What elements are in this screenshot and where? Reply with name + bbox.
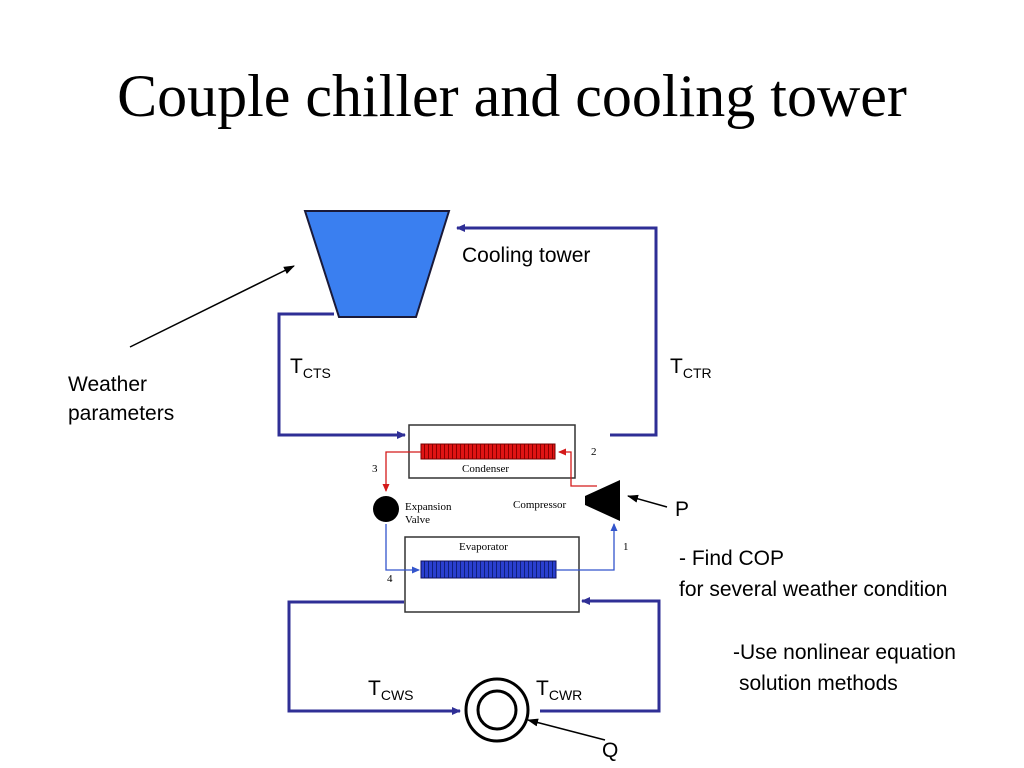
cooling-tower-label: Cooling tower — [462, 244, 591, 267]
nonlinear-line1: -Use nonlinear equation — [733, 641, 956, 664]
weather-label-line1: Weather — [68, 373, 147, 396]
condenser-label: Condenser — [462, 463, 510, 475]
t-cwr-label: TCWR — [536, 677, 583, 703]
state-3-label: 3 — [372, 463, 378, 475]
t-ctr-label: TCTR — [670, 355, 712, 381]
compressor-shape — [585, 480, 620, 521]
compressor-label: Compressor — [513, 499, 567, 511]
state-1-label: 1 — [623, 541, 629, 553]
state-2-label: 2 — [591, 446, 597, 458]
cooling-tower-shape — [303, 210, 451, 318]
expansion-label-line2: Valve — [405, 514, 431, 526]
slide-title: Couple chiller and cooling tower — [117, 63, 907, 129]
expansion-valve — [373, 496, 399, 522]
refrigerant-line-2 — [558, 448, 597, 487]
evaporator-coil — [420, 560, 557, 579]
find-cop-line2: for several weather condition — [679, 578, 948, 601]
nonlinear-line2: solution methods — [739, 672, 898, 695]
refrigerant-line-3 — [382, 451, 421, 492]
weather-label-line2: parameters — [68, 402, 175, 425]
weather-arrow — [129, 265, 295, 348]
q-label: Q — [602, 739, 619, 762]
condenser-coil — [420, 443, 556, 460]
load-inner-circle — [476, 689, 518, 731]
p-label: P — [675, 498, 690, 521]
tower-supply-line — [277, 312, 406, 439]
chilled-return-line — [540, 597, 661, 713]
refrigerant-line-4 — [385, 524, 420, 574]
q-arrow — [527, 718, 606, 741]
find-cop-line1: - Find COP — [679, 547, 785, 570]
refrigerant-line-1 — [556, 523, 618, 571]
p-arrow — [627, 494, 668, 508]
tower-return-line — [456, 224, 658, 437]
t-cts-label: TCTS — [290, 355, 331, 381]
evaporator-label: Evaporator — [459, 541, 508, 553]
chilled-supply-line — [287, 600, 461, 715]
t-cws-label: TCWS — [368, 677, 414, 703]
state-4-label: 4 — [387, 573, 393, 585]
expansion-label-line1: Expansion — [405, 501, 452, 513]
